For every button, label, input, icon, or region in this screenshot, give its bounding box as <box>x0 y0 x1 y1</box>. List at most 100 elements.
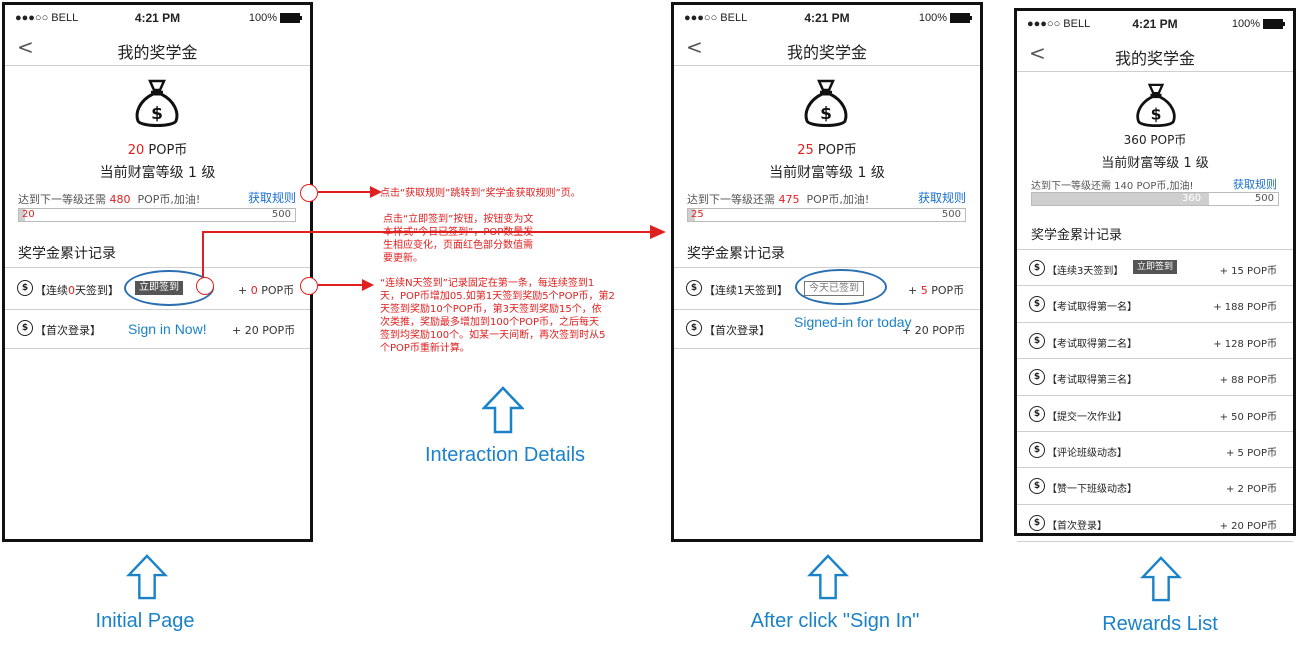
sign-in-hint: Sign in Now! <box>128 321 207 337</box>
money-bag-icon: $ <box>804 79 848 127</box>
reward-amount: + 128 POP币 <box>1213 338 1277 350</box>
first-login-label: 【首次登录】 <box>35 324 101 337</box>
reward-amount: + 88 POP币 <box>1219 375 1277 387</box>
coin-icon: $ <box>1029 478 1045 495</box>
up-arrow-icon <box>482 386 524 434</box>
reward-amount: + 15 POP币 <box>1219 266 1277 277</box>
coin-icon: $ <box>1029 332 1045 349</box>
coin-icon: $ <box>686 320 702 336</box>
wealth-level: 当前财富等级 1 级 <box>1101 156 1209 171</box>
nav-bar: < 我的奖学金 <box>5 31 310 66</box>
rule-note: 点击“获取规则”跳转到“奖学金获取规则”页。 <box>380 188 581 199</box>
streak-label: 【连续1天签到】 <box>704 284 788 297</box>
points-display: 360 POP币 <box>1123 133 1187 147</box>
progress-current: 360 <box>1182 193 1202 204</box>
streak-amount: + 0 POP币 <box>238 284 295 297</box>
progress-current: 20 <box>22 209 35 220</box>
coin-icon: $ <box>1029 514 1045 531</box>
rules-link[interactable]: 获取规则 <box>1233 178 1277 191</box>
record-title: 奖学金累计记录 <box>1031 228 1123 243</box>
level-progress-bar: 360 500 <box>1031 192 1279 206</box>
reward-amount: + 188 POP币 <box>1213 302 1277 314</box>
carrier-signal: ●●●○○ BELL <box>1027 18 1091 30</box>
next-level-hint: 达到下一等级还需 480 POP币,加油! <box>18 193 201 206</box>
first-login-row: $ 【首次登录】 + 20 POP币 <box>5 309 310 349</box>
annotation-marker <box>300 277 318 295</box>
first-login-label: 【首次登录】 <box>704 324 770 337</box>
sign-note: 点击“立即签到”按钮，按钮变为文本样式“今日已签到”，POP数量发生相应变化，页… <box>383 214 534 264</box>
next-level-hint: 达到下一等级还需 140 POP币,加油! <box>1031 181 1194 192</box>
reward-amount: + 50 POP币 <box>1219 411 1277 423</box>
battery-icon <box>1263 19 1285 30</box>
wealth-level: 当前财富等级 1 级 <box>99 165 216 181</box>
phone-initial-page: ●●●○○ BELL 4:21 PM 100% < 我的奖学金 $ 20 POP… <box>2 2 313 542</box>
money-bag-icon: $ <box>1136 83 1176 127</box>
battery-indicator: 100% <box>1232 18 1285 30</box>
first-login-amount: + 20 POP币 <box>232 324 296 337</box>
coin-icon: $ <box>1029 442 1045 458</box>
phone-after-sign-in: ●●●○○ BELL 4:21 PM 100% < 我的奖学金 $ 25 POP… <box>671 2 983 542</box>
annotation-marker <box>300 184 318 202</box>
rules-link[interactable]: 获取规则 <box>248 191 297 205</box>
reward-row: $【首次登录】 + 20 POP币 <box>1017 503 1293 543</box>
reward-row: $【连续3天签到】立即签到+ 15 POP币 <box>1017 249 1293 286</box>
highlight-ellipse <box>795 269 887 305</box>
level-progress-bar: 20 500 <box>18 208 296 222</box>
rules-link[interactable]: 获取规则 <box>918 191 967 205</box>
svg-text:$: $ <box>151 104 163 124</box>
up-arrow-icon <box>126 554 168 600</box>
battery-icon <box>280 13 302 24</box>
reward-row: $【赞一下班级动态】 + 2 POP币 <box>1017 467 1293 504</box>
reward-label: 【连续3天签到】 <box>1047 266 1124 277</box>
reward-label: 【首次登录】 <box>1047 520 1107 532</box>
reward-label: 【考试取得第二名】 <box>1047 338 1137 350</box>
chevron-left-icon[interactable]: < <box>686 35 703 59</box>
coin-icon: $ <box>1029 369 1045 386</box>
reward-row: $【考试取得第二名】 + 128 POP币 <box>1017 321 1293 359</box>
up-arrow-icon <box>807 554 849 600</box>
progress-fill <box>1032 193 1210 205</box>
reward-amount: + 2 POP币 <box>1225 484 1277 496</box>
coin-icon: $ <box>17 320 33 336</box>
reward-label: 【考试取得第一名】 <box>1047 302 1137 314</box>
reward-row: $【提交一次作业】+ 50 POP币 <box>1017 394 1293 432</box>
reward-row: $【考试取得第三名】 + 88 POP币 <box>1017 358 1293 395</box>
coin-icon: $ <box>1029 296 1045 313</box>
first-login-amount: + 20 POP币 <box>902 324 966 337</box>
battery-indicator: 100% <box>249 12 302 24</box>
record-title: 奖学金累计记录 <box>18 246 116 262</box>
nav-bar: < 我的奖学金 <box>1017 37 1293 72</box>
reward-label: 【赞一下班级动态】 <box>1047 484 1137 496</box>
reward-amount: + 20 POP币 <box>1219 520 1277 532</box>
battery-indicator: 100% <box>919 12 972 24</box>
reward-label: 【考试取得第三名】 <box>1047 375 1137 387</box>
reward-row: $【评论班级动态】 + 5 POP币 <box>1017 431 1293 468</box>
progress-max: 500 <box>271 209 291 220</box>
coin-icon: $ <box>17 280 33 296</box>
status-time: 4:21 PM <box>804 11 850 25</box>
status-time: 4:21 PM <box>1132 17 1178 31</box>
carrier-signal: ●●●○○ BELL <box>684 12 748 24</box>
caption-interaction: Interaction Details <box>424 444 586 466</box>
next-level-hint: 达到下一等级还需 475 POP币,加油! <box>687 193 870 206</box>
chevron-left-icon[interactable]: < <box>1029 41 1046 65</box>
sign-in-button[interactable]: 立即签到 <box>1133 260 1178 274</box>
progress-max: 500 <box>941 209 961 220</box>
reward-label: 【提交一次作业】 <box>1047 411 1127 423</box>
up-arrow-icon <box>1140 556 1182 602</box>
wealth-level: 当前财富等级 1 级 <box>769 165 885 181</box>
level-progress-bar: 25 500 <box>687 208 966 222</box>
status-time: 4:21 PM <box>134 11 181 25</box>
reward-amount: + 5 POP币 <box>1225 448 1277 459</box>
money-bag-icon: $ <box>135 79 179 127</box>
caption-initial: Initial Page <box>95 610 195 632</box>
reward-label: 【评论班级动态】 <box>1047 448 1127 459</box>
progress-current: 25 <box>691 209 704 220</box>
streak-amount: + 5 POP币 <box>908 284 965 297</box>
points-display: 25 POP币 <box>797 143 857 158</box>
status-bar: ●●●○○ BELL 4:21 PM 100% <box>1017 11 1293 37</box>
signed-in-hint: Signed-in for today <box>794 314 912 330</box>
chevron-left-icon[interactable]: < <box>17 35 34 59</box>
